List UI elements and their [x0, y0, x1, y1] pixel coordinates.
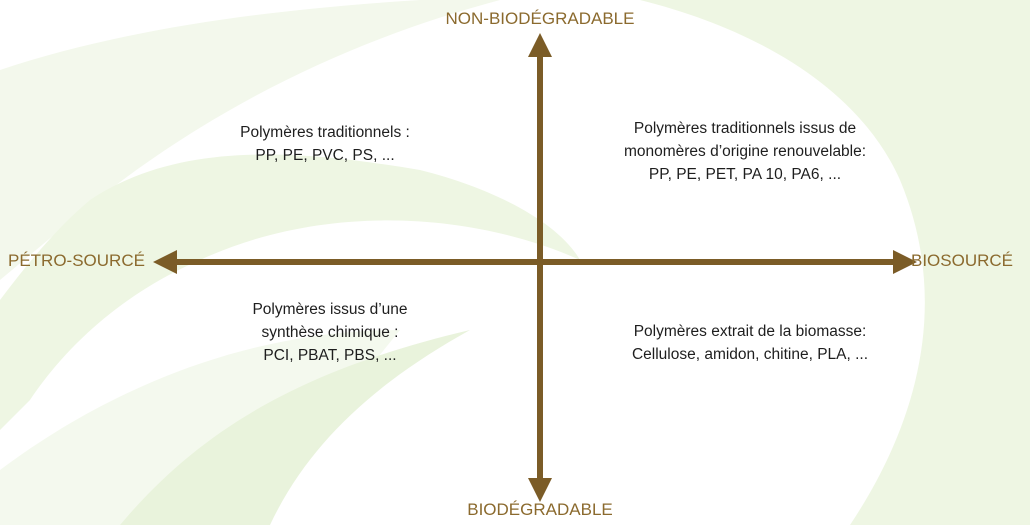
leaf-shape-top-left: [0, 0, 500, 280]
leaf-shape-bottom: [0, 330, 400, 525]
quadrant-line: Polymères traditionnels :: [240, 124, 410, 141]
quadrant-bottom-left: Polymères issus d’une synthèse chimique …: [185, 298, 475, 367]
quadrant-line: PP, PE, PVC, PS, ...: [255, 147, 395, 164]
leaf-shape-center: [0, 154, 580, 430]
quadrant-bottom-right: Polymères extrait de la biomasse: Cellul…: [575, 320, 925, 366]
leaf-shape-right: [640, 0, 1030, 525]
quadrant-line: monomères d’origine renouvelable:: [623, 143, 867, 160]
quadrant-line: Polymères extrait de la biomasse:: [633, 323, 867, 340]
quadrant-line: Cellulose, amidon, chitine, PLA, ...: [631, 346, 869, 363]
quadrant-line: synthèse chimique :: [261, 324, 399, 341]
quadrant-top-left: Polymères traditionnels : PP, PE, PVC, P…: [180, 121, 470, 167]
quadrant-line: Polymères issus d’une: [252, 301, 408, 318]
leaf-stem: [120, 330, 470, 525]
quadrant-line: PP, PE, PET, PA 10, PA6, ...: [648, 166, 842, 183]
quadrant-top-right: Polymères traditionnels issus de monomèr…: [570, 117, 920, 186]
quadrant-line: PCI, PBAT, PBS, ...: [263, 347, 397, 364]
quadrant-line: Polymères traditionnels issus de: [633, 120, 857, 137]
axis-label-top: NON-BIODÉGRADABLE: [445, 9, 635, 28]
axis-label-right: BIOSOURCÉ: [911, 251, 1014, 270]
axis-label-left: PÉTRO-SOURCÉ: [8, 251, 145, 270]
axis-label-bottom: BIODÉGRADABLE: [467, 500, 613, 519]
